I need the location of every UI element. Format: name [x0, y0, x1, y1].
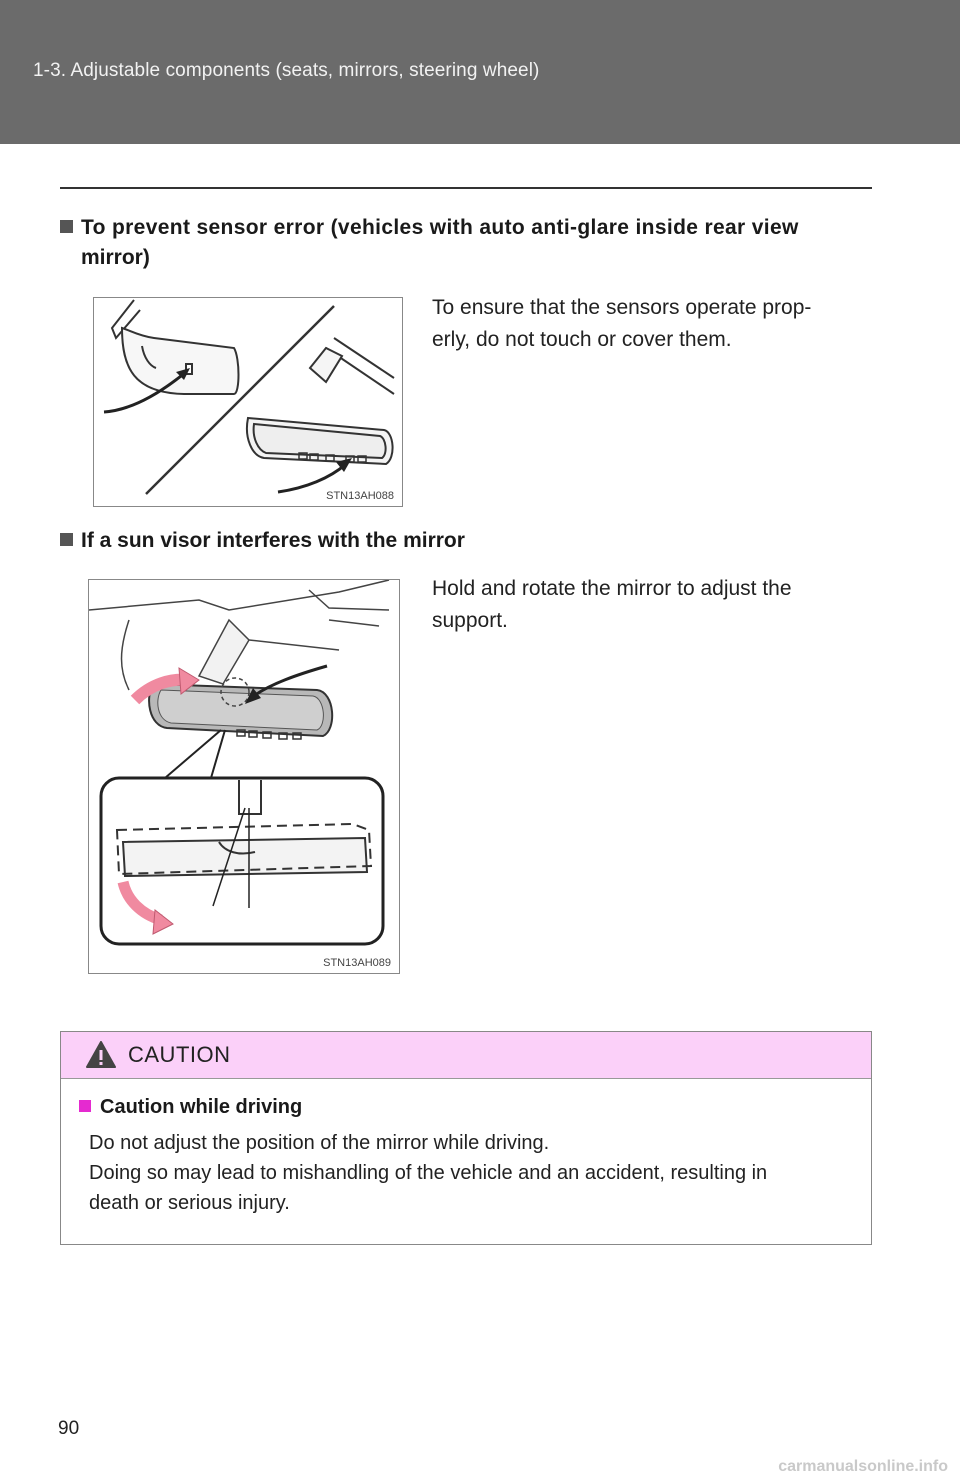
warning-triangle-icon	[86, 1041, 116, 1068]
caution-title: CAUTION	[128, 1042, 231, 1067]
mirror-rotate-illustration	[89, 580, 390, 946]
section-heading-sensor: To prevent sensor error (vehicles with a…	[60, 213, 799, 273]
figure-sensor-mirror: STN13AH088	[93, 297, 403, 507]
watermark: carmanualsonline.info	[778, 1458, 948, 1475]
divider	[60, 187, 872, 189]
figure-sun-visor-mirror: STN13AH089	[88, 579, 400, 974]
caution-subheading: Caution while driving	[79, 1096, 302, 1119]
caution-header: CAUTION	[61, 1032, 871, 1079]
bullet-square-icon	[79, 1100, 91, 1112]
bullet-square-icon	[60, 533, 73, 546]
mirror-sensor-illustration	[103, 299, 395, 495]
section-text-sensor: To ensure that the sensors operate prop-…	[432, 296, 812, 351]
page-header: 1-3. Adjustable components (seats, mirro…	[0, 0, 960, 144]
page-number: 90	[58, 1418, 80, 1439]
caution-text: Do not adjust the position of the mirror…	[89, 1132, 768, 1214]
caution-box: CAUTION Caution while driving Do not adj…	[60, 1031, 872, 1245]
figure-code: STN13AH088	[326, 490, 394, 502]
chapter-title: 1-3. Adjustable components (seats, mirro…	[33, 60, 540, 81]
section-text-sun-visor: Hold and rotate the mirror to adjust the…	[432, 577, 792, 632]
bullet-square-icon	[60, 220, 73, 233]
figure-code: STN13AH089	[323, 957, 391, 969]
section-heading-sun-visor: If a sun visor interferes with the mirro…	[60, 526, 465, 556]
